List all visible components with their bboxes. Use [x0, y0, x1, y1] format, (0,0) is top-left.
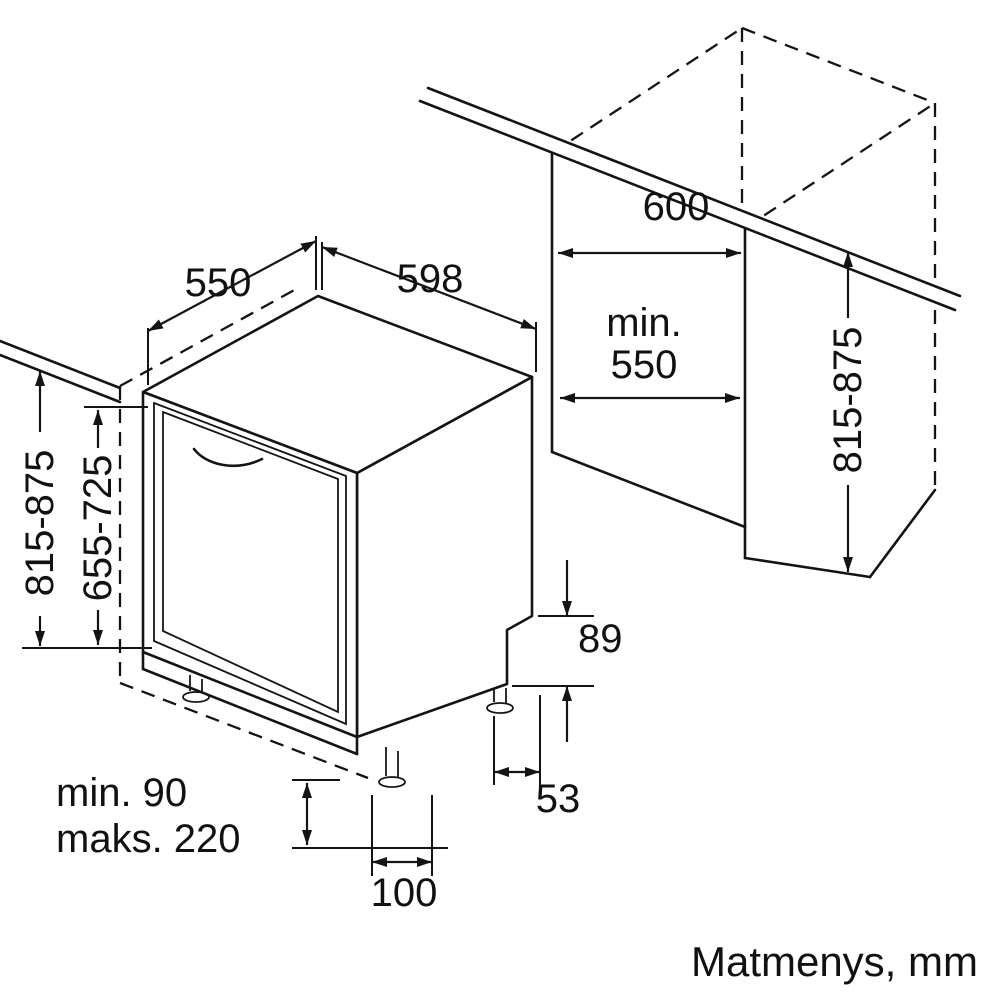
dim-front-foot-offset: 100: [371, 795, 438, 915]
dim-rear-foot-offset: 53: [493, 695, 581, 821]
dim-plinth-height: min. 90 maks. 220: [56, 771, 448, 861]
label-door-panel-height: 655-725: [76, 455, 120, 602]
label-niche-width: 600: [643, 185, 710, 229]
door-inner-frame-inner: [162, 410, 339, 714]
label-plinth-max: maks. 220: [56, 817, 241, 861]
label-top-depth: 550: [185, 261, 252, 305]
label-top-width: 598: [397, 257, 464, 301]
worktop: [418, 86, 962, 312]
dim-door-panel-height: 655-725: [76, 406, 148, 645]
dim-niche-height: 815-875: [826, 252, 870, 572]
door-handle: [192, 447, 264, 468]
units-note: Matmenys, mm: [691, 938, 978, 985]
label-overall-height-left: 815-875: [18, 450, 62, 597]
niche-opening: [550, 151, 937, 579]
dim-top-width: 598: [321, 242, 537, 372]
label-niche-depth-min: min.: [606, 301, 682, 345]
label-niche-height: 815-875: [826, 327, 870, 474]
foot-front-left: [182, 675, 210, 703]
foot-front-right: [378, 747, 406, 788]
dishwasher-body: [141, 294, 534, 788]
label-plinth-min: min. 90: [56, 771, 187, 815]
dim-rear-recess-height: 89: [512, 560, 623, 742]
niche-dashed-outline-right: [551, 26, 937, 490]
dim-niche-depth: min. 550: [560, 301, 740, 403]
label-rear-recess-height: 89: [578, 617, 623, 661]
worktop-left-stub: [0, 339, 122, 404]
dim-top-depth: 550: [147, 236, 317, 385]
label-front-foot-offset: 100: [371, 871, 438, 915]
dim-niche-width: 600: [558, 185, 741, 258]
label-rear-foot-offset: 53: [536, 777, 581, 821]
door-inner-frame-outer: [153, 401, 347, 726]
dim-overall-height-left: 815-875: [18, 371, 152, 649]
foot-rear: [486, 688, 514, 714]
label-niche-depth-value: 550: [611, 343, 678, 387]
